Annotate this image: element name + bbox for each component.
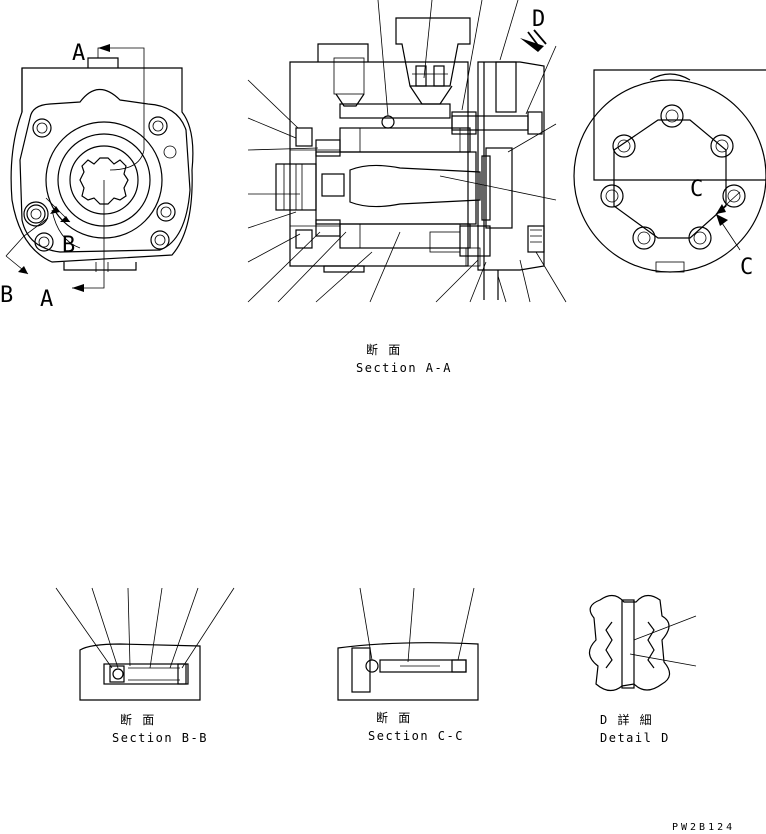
- caption-d-en: Detail D: [600, 731, 670, 745]
- caption-d-jp: D 詳 細: [600, 712, 653, 727]
- label-b-left: B: [0, 283, 13, 308]
- caption-bb-jp: 断 面: [120, 712, 156, 727]
- caption-cc-jp: 断 面: [376, 710, 412, 725]
- section-cc-view: [337, 587, 479, 701]
- caption-aa-en: Section A-A: [356, 361, 452, 375]
- detail-d-view: [588, 594, 697, 692]
- rear-view: C C: [573, 69, 766, 280]
- section-aa-view: D: [247, 0, 567, 303]
- captions: 断 面 Section A-A 断 面 Section B-B 断 面 Sect…: [112, 342, 735, 833]
- caption-aa-jp: 断 面: [366, 342, 402, 357]
- label-c-right: C: [740, 255, 753, 280]
- caption-bb-en: Section B-B: [112, 731, 208, 745]
- label-d: D: [532, 7, 545, 32]
- label-a-top: A: [72, 41, 85, 66]
- label-b-mid: B: [62, 233, 75, 258]
- caption-cc-en: Section C-C: [368, 729, 464, 743]
- drawing-code: PW2B124: [672, 822, 735, 833]
- section-bb-view: [55, 587, 235, 701]
- label-c-mid: C: [690, 177, 703, 202]
- label-a-bottom: A: [40, 287, 53, 312]
- front-view: A B B A: [0, 41, 194, 312]
